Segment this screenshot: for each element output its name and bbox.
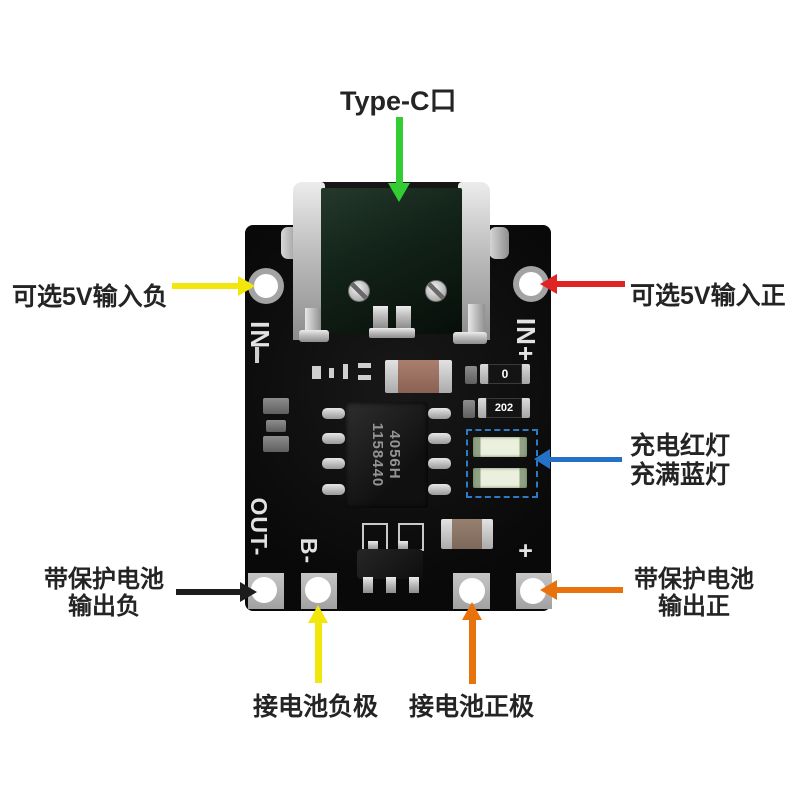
label-battery-negative: 接电池负极 (253, 693, 379, 721)
output-capacitor (441, 519, 493, 549)
ic-pin (322, 408, 345, 419)
silkscreen-mark (343, 364, 348, 379)
charge-led-arrow-icon (534, 449, 622, 469)
transistor-pin (363, 577, 373, 593)
ic-pin (428, 484, 451, 495)
ic-pin (428, 408, 451, 419)
label-output-positive-line2: 输出正 (658, 593, 730, 620)
transistor-pin (409, 577, 419, 593)
silkscreen-mark (358, 363, 371, 368)
charging-ic (345, 402, 428, 508)
connector-center-tab (373, 306, 388, 328)
resistor-202: 202 (478, 398, 530, 418)
connector-face (321, 188, 462, 334)
input-positive-arrow-icon (540, 274, 625, 294)
silkscreen-b-minus: B- (296, 537, 322, 565)
silkscreen-plus: + (518, 537, 534, 565)
ic-pin (322, 433, 345, 444)
input-capacitor (385, 360, 452, 393)
silkscreen-mark (312, 366, 321, 379)
label-charge-led: 充电红灯 充满蓝灯 (630, 432, 730, 490)
connector-leg (305, 308, 321, 334)
connector-solder-tab (489, 227, 509, 259)
ic-pin (322, 484, 345, 495)
resistor-202-marking: 202 (486, 398, 522, 418)
connector-leg (468, 304, 485, 334)
silkscreen-tick (255, 347, 259, 363)
label-charge-led-line2: 充满蓝灯 (630, 461, 731, 489)
protection-transistor (357, 549, 423, 579)
label-type-c-port: Type-C口 (340, 86, 457, 116)
label-output-negative-line2: 输出负 (68, 593, 140, 620)
charge-red-led (473, 437, 527, 457)
smd-component (465, 366, 477, 384)
smd-component (263, 398, 289, 414)
input-negative-arrow-icon (172, 276, 255, 296)
label-input-negative: 可选5V输入负 (12, 283, 168, 311)
ic-marking: 4056H 1158440 (369, 409, 403, 501)
input-negative-hole (254, 274, 278, 298)
resistor-zero: 0 (480, 364, 530, 384)
label-battery-positive: 接电池正极 (409, 693, 535, 721)
connector-leg-foot (453, 332, 487, 344)
silkscreen-in-minus: IN- (245, 321, 275, 359)
connector-center-bar (369, 328, 415, 338)
output-positive-arrow-icon (540, 580, 623, 600)
transistor-pin (398, 541, 408, 551)
smd-component (263, 436, 289, 452)
type-c-arrow-icon (388, 117, 410, 202)
transistor-pin (386, 577, 396, 593)
led-outline-box (466, 429, 538, 498)
ic-marking-line2: 1158440 (369, 422, 386, 488)
connector-screw (425, 280, 447, 302)
battery-positive-hole (459, 578, 485, 604)
battery-negative-arrow-icon (308, 605, 328, 683)
transistor-pin (368, 541, 378, 551)
ic-pin (428, 458, 451, 469)
smd-component (463, 400, 475, 418)
connector-screw (348, 280, 370, 302)
connector-leg-foot (299, 330, 329, 342)
silkscreen-mark (358, 375, 371, 380)
label-output-positive: 带保护电池 输出正 (612, 566, 776, 620)
battery-positive-arrow-icon (462, 602, 482, 684)
battery-negative-hole (305, 577, 331, 603)
label-output-negative-line1: 带保护电池 (44, 566, 164, 593)
output-negative-arrow-icon (176, 582, 257, 602)
label-input-positive: 可选5V输入正 (630, 282, 786, 310)
silkscreen-in-plus: IN+ (511, 317, 541, 363)
ic-marking-line1: 4056H (386, 430, 403, 480)
ic-pin (322, 458, 345, 469)
full-blue-led (473, 468, 527, 488)
resistor-zero-marking: 0 (488, 364, 522, 384)
ic-pin (428, 433, 451, 444)
input-positive-hole (519, 272, 543, 296)
type-c-connector (293, 180, 493, 344)
label-output-negative: 带保护电池 输出负 (25, 566, 183, 620)
connector-center-tab (396, 306, 411, 328)
silkscreen-mark (329, 368, 334, 378)
smd-component (266, 420, 286, 432)
label-output-positive-line1: 带保护电池 (634, 566, 754, 593)
label-charge-led-line1: 充电红灯 (630, 432, 731, 460)
silkscreen-out-minus: OUT- (246, 497, 272, 557)
